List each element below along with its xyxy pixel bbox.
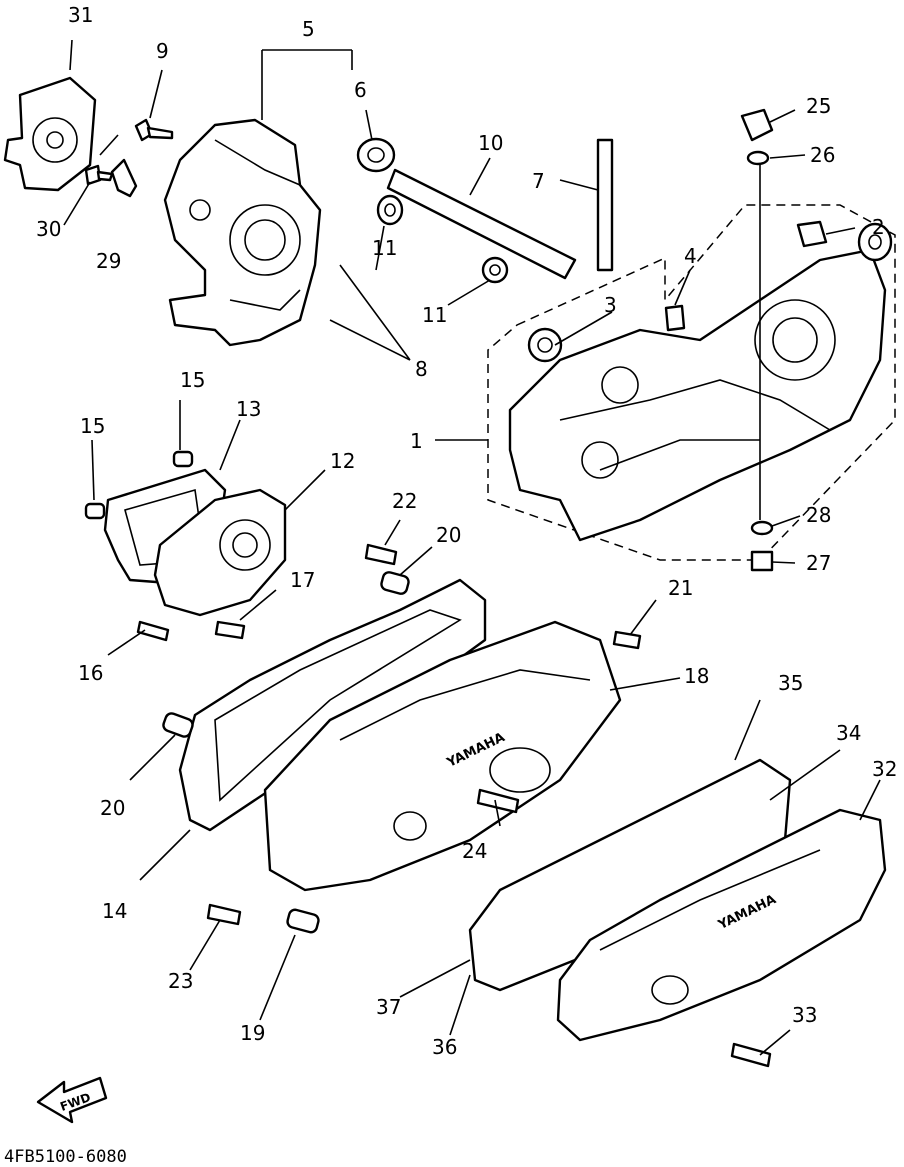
callout-1: 1 bbox=[410, 429, 423, 453]
callout-31: 31 bbox=[68, 3, 93, 27]
part-20-dowel-b bbox=[380, 571, 410, 595]
part-2-collar bbox=[857, 222, 893, 262]
callout-2: 2 bbox=[872, 215, 885, 239]
callout-30: 30 bbox=[36, 217, 61, 241]
callout-29: 29 bbox=[96, 249, 121, 273]
callout-21: 21 bbox=[668, 576, 693, 600]
callout-15-lower: 15 bbox=[80, 414, 105, 438]
callout-34: 34 bbox=[836, 721, 861, 745]
part-32-outer-cover bbox=[556, 808, 887, 1042]
callout-27: 27 bbox=[806, 551, 831, 575]
part-33-bolt bbox=[730, 1042, 772, 1068]
callout-35: 35 bbox=[778, 671, 803, 695]
part-23-bolt bbox=[206, 903, 242, 926]
callout-8: 8 bbox=[415, 357, 428, 381]
callout-9: 9 bbox=[156, 39, 169, 63]
callout-15-upper: 15 bbox=[180, 368, 205, 392]
part-12-pump-cover bbox=[153, 488, 287, 617]
drawing-code: 4FB5100-6080 bbox=[4, 1147, 127, 1167]
part-29-clamp bbox=[110, 158, 138, 198]
callout-12: 12 bbox=[330, 449, 355, 473]
callout-4: 4 bbox=[684, 244, 697, 268]
callout-13: 13 bbox=[236, 397, 261, 421]
part-17-bolt bbox=[214, 620, 246, 640]
part-26-oring bbox=[746, 150, 770, 166]
callout-5: 5 bbox=[302, 17, 315, 41]
part-3-seal bbox=[527, 327, 563, 363]
part-7-pipe bbox=[596, 138, 614, 272]
part-21-bolt bbox=[612, 630, 642, 650]
callout-20-left: 20 bbox=[100, 796, 125, 820]
callout-7: 7 bbox=[532, 169, 545, 193]
part-31-cover-plate bbox=[3, 76, 97, 192]
callout-labels: 1 2 3 4 5 6 7 8 9 10 11 11 12 13 14 15 1… bbox=[36, 3, 897, 1059]
callout-6: 6 bbox=[354, 78, 367, 102]
callout-28: 28 bbox=[806, 503, 831, 527]
callout-3: 3 bbox=[604, 293, 617, 317]
callout-37: 37 bbox=[376, 995, 401, 1019]
part-16-bolt bbox=[136, 620, 170, 642]
part-11-seal-lower bbox=[481, 256, 509, 284]
part-9-bolt bbox=[134, 118, 174, 142]
callout-22: 22 bbox=[392, 489, 417, 513]
callout-14: 14 bbox=[102, 899, 127, 923]
part-30-bolt bbox=[84, 164, 114, 186]
callout-25: 25 bbox=[806, 94, 831, 118]
callout-20-upper: 20 bbox=[436, 523, 461, 547]
callout-32: 32 bbox=[872, 757, 897, 781]
part-25-cap bbox=[740, 108, 774, 142]
callout-10: 10 bbox=[478, 131, 503, 155]
group-1-outline bbox=[487, 204, 896, 561]
leader-lines bbox=[63, 39, 881, 1056]
part-27-drain-bolt bbox=[750, 550, 774, 572]
part-18-crankcase-cover bbox=[263, 620, 622, 892]
callout-18: 18 bbox=[684, 664, 709, 688]
part-20-dowel-a bbox=[162, 712, 194, 738]
part-1-right-crankcase bbox=[508, 248, 887, 542]
part-24-bolt bbox=[476, 788, 520, 814]
part-37-36-inner-cover bbox=[468, 758, 792, 992]
callout-16: 16 bbox=[78, 661, 103, 685]
callout-17: 17 bbox=[290, 568, 315, 592]
callout-24: 24 bbox=[462, 839, 487, 863]
part-6-bearing bbox=[356, 137, 396, 173]
callout-11-upper: 11 bbox=[372, 236, 397, 260]
callout-36: 36 bbox=[432, 1035, 457, 1059]
callout-33: 33 bbox=[792, 1003, 817, 1027]
part-10-shaft bbox=[386, 168, 577, 280]
part-11-seal-upper bbox=[376, 194, 404, 226]
part-19-dowel bbox=[286, 908, 320, 934]
part-15-dowel-b bbox=[84, 502, 106, 520]
part-2-bushing bbox=[796, 220, 828, 248]
part-28-washer bbox=[750, 520, 774, 536]
part-22-bolt bbox=[364, 543, 398, 566]
fwd-arrow-icon: FWD bbox=[36, 1076, 108, 1124]
callout-19: 19 bbox=[240, 1021, 265, 1045]
callout-26: 26 bbox=[810, 143, 835, 167]
part-4-pin bbox=[664, 304, 686, 332]
callout-11-lower: 11 bbox=[422, 303, 447, 327]
part-5-left-crankcase bbox=[163, 118, 322, 347]
callout-23: 23 bbox=[168, 969, 193, 993]
part-15-dowel-a bbox=[172, 450, 194, 468]
